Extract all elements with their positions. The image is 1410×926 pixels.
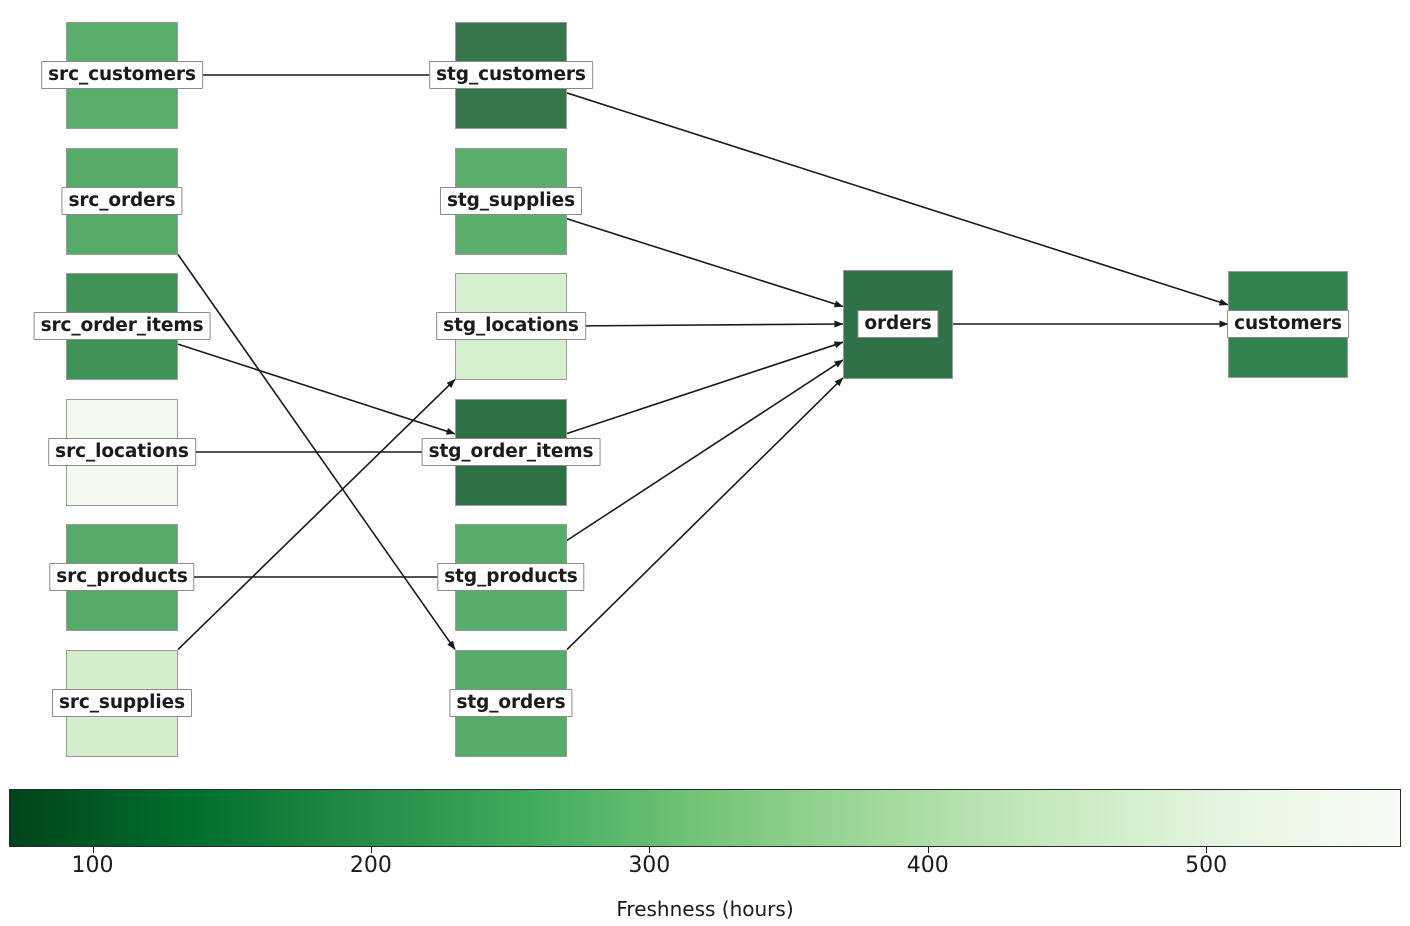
node-label-customers[interactable]: customers	[1227, 310, 1349, 338]
colorbar-tick-label-400: 400	[906, 853, 949, 878]
colorbar-tick-400	[927, 847, 929, 853]
edge-stg_locations-to-orders	[566, 320, 844, 328]
node-label-stg_locations[interactable]: stg_locations	[436, 312, 586, 340]
node-label-src_customers[interactable]: src_customers	[41, 61, 203, 89]
node-label-stg_orders[interactable]: stg_orders	[449, 689, 573, 717]
edge-src_supplies-to-stg_locations	[177, 378, 456, 651]
edge-stg_products-to-orders	[566, 359, 844, 542]
colorbar-tick-label-100: 100	[71, 853, 114, 878]
colorbar-tick-label-500: 500	[1185, 853, 1228, 878]
colorbar-gradient	[9, 789, 1401, 847]
edge-stg_order_items-to-orders	[566, 341, 844, 435]
edge-stg_orders-to-orders	[566, 377, 844, 651]
colorbar-tick-label-200: 200	[349, 853, 392, 878]
colorbar-tick-label-300: 300	[628, 853, 671, 878]
node-label-src_products[interactable]: src_products	[49, 563, 195, 591]
colorbar[interactable]: 100 200 300 400 500	[9, 789, 1401, 878]
edge-stg_supplies-to-orders	[566, 218, 844, 308]
node-label-src_locations[interactable]: src_locations	[48, 438, 196, 466]
node-label-src_order_items[interactable]: src_order_items	[33, 312, 211, 340]
node-label-stg_order_items[interactable]: stg_order_items	[421, 438, 601, 466]
node-label-orders[interactable]: orders	[857, 310, 939, 338]
node-label-stg_customers[interactable]: stg_customers	[429, 61, 593, 89]
node-label-src_orders[interactable]: src_orders	[61, 187, 183, 215]
colorbar-tick-100	[92, 847, 94, 853]
colorbar-tick-200	[370, 847, 372, 853]
colorbar-tick-300	[649, 847, 651, 853]
node-label-stg_products[interactable]: stg_products	[437, 563, 585, 591]
edge-src_orders-to-stg_orders	[177, 254, 456, 650]
edge-src_order_items-to-stg_order_items	[177, 343, 456, 435]
colorbar-tick-500	[1206, 847, 1208, 853]
node-label-src_supplies[interactable]: src_supplies	[51, 689, 193, 717]
colorbar-title: Freshness (hours)	[616, 897, 794, 921]
node-label-stg_supplies[interactable]: stg_supplies	[439, 187, 583, 215]
